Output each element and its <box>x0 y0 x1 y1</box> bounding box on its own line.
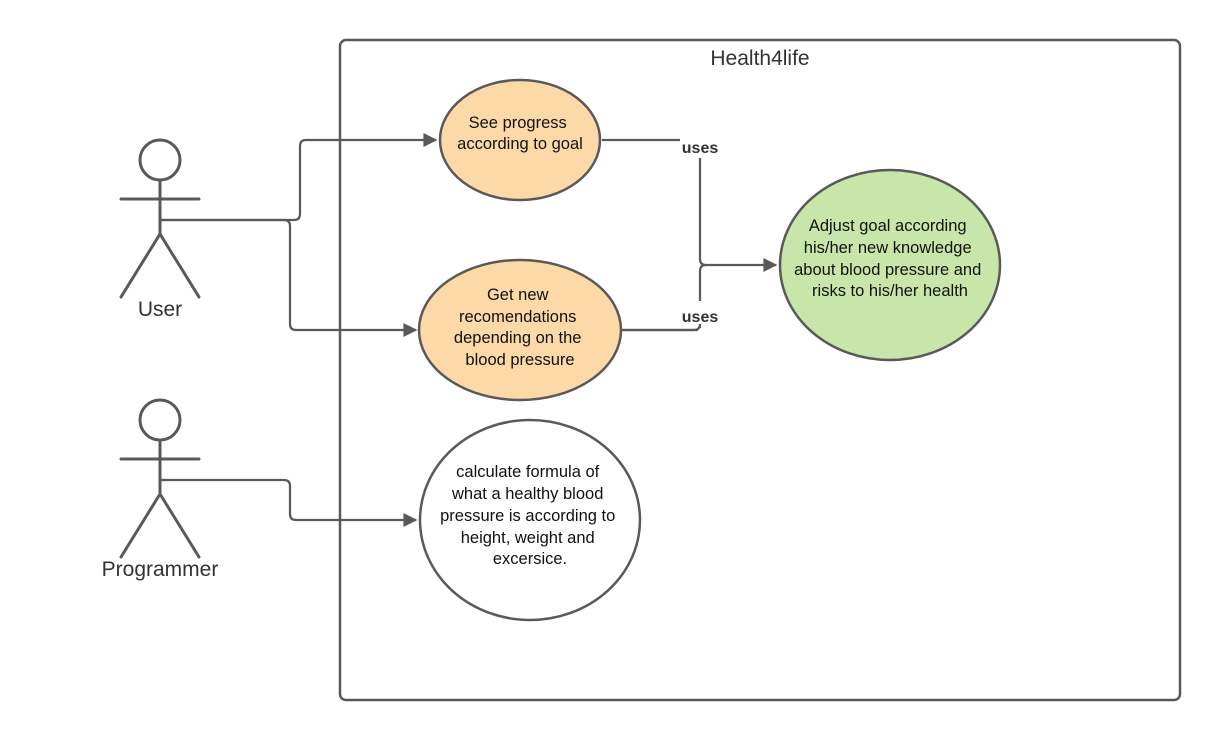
uses-label-bottom: uses <box>682 309 719 326</box>
edge-user-recommendations <box>160 218 418 337</box>
use-case-adjust-goal-label: Adjust goal according his/her new knowle… <box>794 217 986 300</box>
edge-uses-see-progress <box>602 138 776 265</box>
actor-programmer-label: Programmer <box>102 558 219 581</box>
use-case-calculate[interactable] <box>418 418 642 622</box>
uses-label-top: uses <box>682 140 719 157</box>
actor-user[interactable] <box>119 138 201 299</box>
use-case-calculate-label: calculate formula of what a healthy bloo… <box>440 463 620 568</box>
system-boundary <box>338 38 1182 702</box>
actor-user-label: User <box>138 298 182 321</box>
actor-programmer[interactable] <box>119 398 201 559</box>
edge-user-see-progress <box>160 133 438 222</box>
edge-programmer-calculate <box>160 478 418 527</box>
use-case-recommendations-label: Get new recomendations depending on the … <box>454 286 586 369</box>
use-case-recommendations[interactable] <box>417 258 623 402</box>
system-title: Health4life <box>710 47 809 70</box>
use-case-see-progress[interactable] <box>438 78 602 202</box>
use-case-see-progress-label: See progress according to goal <box>457 114 583 153</box>
use-case-adjust-goal[interactable] <box>778 168 1002 362</box>
